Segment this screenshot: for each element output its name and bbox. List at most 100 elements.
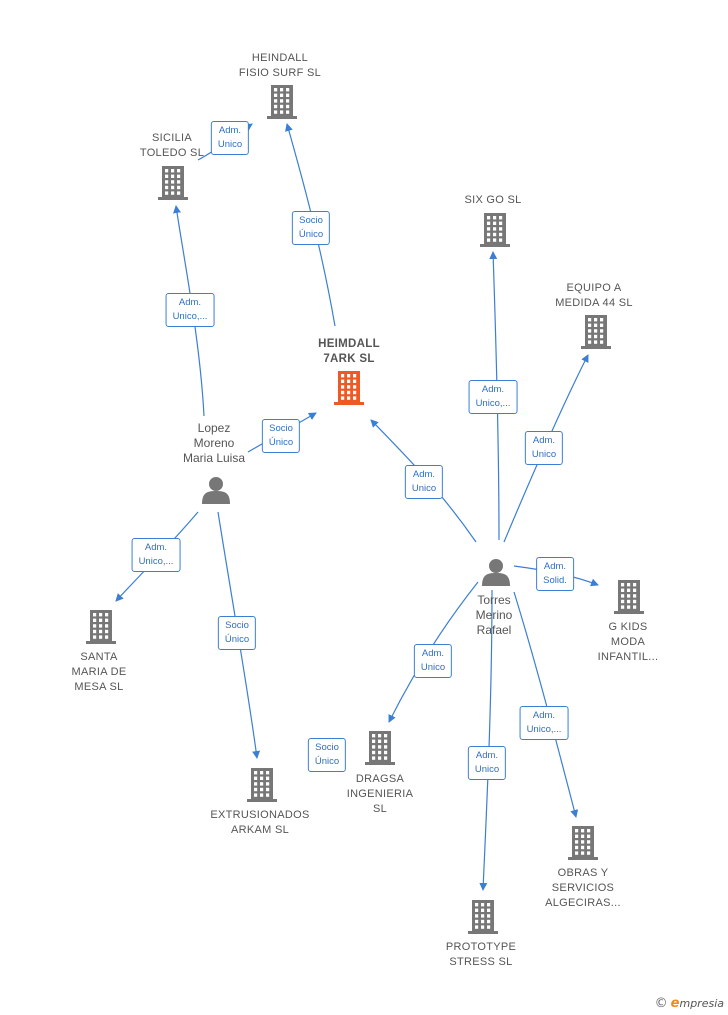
node-label-santamaria[interactable]: SANTA MARIA DE MESA SL xyxy=(72,650,127,695)
node-label-line: MARIA DE xyxy=(71,666,127,678)
edge-label-line: Socio xyxy=(269,423,293,434)
edge-label-line: Adm. xyxy=(532,435,556,446)
building-icon[interactable] xyxy=(468,900,498,934)
person-icon[interactable] xyxy=(482,559,510,586)
edge-label-line: Socio xyxy=(225,620,249,631)
center-building-icon[interactable] xyxy=(334,371,364,405)
node-label-line: ALGECIRAS... xyxy=(545,897,621,909)
node-label-line: Rafael xyxy=(476,623,512,637)
edge-label-line: Unico xyxy=(217,139,243,150)
edge-label-line: Unico xyxy=(420,662,446,673)
brand-logo: ©empresia xyxy=(655,996,724,1011)
node-label-obras[interactable]: OBRAS Y SERVICIOS ALGECIRAS... xyxy=(545,866,621,911)
building-icon[interactable] xyxy=(267,85,297,119)
node-label-equipoa[interactable]: EQUIPO A MEDIDA 44 SL xyxy=(555,281,633,311)
edge-label-lopez-siciliatoledo[interactable]: Adm. Unico,... xyxy=(165,293,215,327)
node-label-line: SERVICIOS xyxy=(551,882,615,894)
edge-label-line: Socio xyxy=(315,742,339,753)
edge-label-line: Adm. xyxy=(543,561,567,572)
edge-label-line: Único xyxy=(268,437,294,448)
edge-label-line: Adm. xyxy=(218,125,242,136)
node-label-heimdall7ark[interactable]: HEIMDALL 7ARK SL xyxy=(318,337,380,367)
building-icon[interactable] xyxy=(247,768,277,802)
building-icon[interactable] xyxy=(568,826,598,860)
edge-label-line: Solid. xyxy=(543,575,567,586)
node-label-gkids[interactable]: G KIDS MODA INFANTIL... xyxy=(598,620,659,665)
edge-label-line: Adm. xyxy=(532,710,556,721)
edge-label-line: Adm. xyxy=(481,384,505,395)
edge-label-line: Unico xyxy=(474,764,500,775)
building-icon[interactable] xyxy=(614,580,644,614)
edge-label-torres-prototype[interactable]: Adm. Unico xyxy=(467,746,507,780)
person-icon[interactable] xyxy=(202,477,230,504)
edge-label-torres-heimdall7ark[interactable]: Adm.Unico xyxy=(404,465,444,499)
node-label-line: Moreno xyxy=(193,436,235,450)
edge-label-line: Unico xyxy=(411,483,437,494)
node-label-line: 7ARK SL xyxy=(323,353,375,365)
edge-heimdall7ark-heimdallfisio xyxy=(285,123,336,327)
node-label-line: PROTOTYPE xyxy=(445,941,517,953)
node-label-line: MEDIDA 44 SL xyxy=(555,297,633,309)
node-label-line: EXTRUSIONADOS xyxy=(210,809,310,821)
node-label-line: INFANTIL... xyxy=(597,651,659,663)
node-label-line: TOLEDO SL xyxy=(139,147,205,159)
edge-label-line: Unico xyxy=(531,449,557,460)
copyright-symbol: © xyxy=(654,996,668,1011)
node-label-line: EQUIPO A xyxy=(566,282,622,294)
node-label-line: SANTA xyxy=(80,651,118,663)
node-label-line: G KIDS xyxy=(608,621,648,633)
node-label-heimdallfisio[interactable]: HEINDALL FISIO SURF SL xyxy=(239,51,321,81)
edge-label-line: Único xyxy=(298,229,324,240)
edge-label-line: Adm. xyxy=(421,648,445,659)
edge-label-torres-dragsa[interactable]: Adm. Unico xyxy=(413,644,453,678)
edge-label-lopez-santamaria[interactable]: Adm. Unico,... xyxy=(131,538,181,572)
building-icon[interactable] xyxy=(480,213,510,247)
node-label-line: MODA xyxy=(610,636,646,648)
edge-label-line: Unico,... xyxy=(475,398,511,409)
node-label-line: DRAGSA xyxy=(355,773,405,785)
node-label-line: SIX GO SL xyxy=(464,194,522,206)
node-label-line: Lopez xyxy=(197,421,231,435)
node-label-sixgo[interactable]: SIX GO SL xyxy=(464,193,521,208)
building-icon[interactable] xyxy=(581,315,611,349)
building-icon[interactable] xyxy=(158,166,188,200)
edge-label-torres-gkids[interactable]: Adm. Solid. xyxy=(536,557,574,591)
node-label-line: HEINDALL xyxy=(251,52,309,64)
node-label-line: Torres xyxy=(477,593,511,607)
edge-label-line: Unico,... xyxy=(138,556,174,567)
node-label-line: OBRAS Y xyxy=(557,867,609,879)
node-label-line: Maria Luisa xyxy=(182,451,246,465)
node-label-line: MESA SL xyxy=(74,681,124,693)
edge-torres-obras xyxy=(513,591,579,818)
edge-label-line: Único xyxy=(224,634,250,645)
edge-label-torres-obras[interactable]: Adm. Unico,... xyxy=(519,706,569,740)
edge-label-line: Adm. xyxy=(475,750,499,761)
node-label-line: FISIO SURF SL xyxy=(238,67,322,79)
edge-label-line: Unico,... xyxy=(526,724,562,735)
edge-label-line: Adm. xyxy=(178,297,202,308)
edge-label-siciliatoledo-heimdallfisio[interactable]: Adm. Unico xyxy=(210,121,250,155)
node-label-line: HEIMDALL xyxy=(318,338,380,350)
brand-name: mpresia xyxy=(679,997,724,1010)
node-label-line: SL xyxy=(372,803,388,815)
icons-layer xyxy=(86,85,644,934)
brand-initial: e xyxy=(670,996,680,1011)
building-icon[interactable] xyxy=(86,610,116,644)
edge-label-torres-sixgo[interactable]: Adm. Unico,... xyxy=(468,380,518,414)
node-label-line: Merino xyxy=(475,608,513,622)
building-icon[interactable] xyxy=(365,731,395,765)
edge-label-line: Adm. xyxy=(144,542,168,553)
edge-label-line: Unico,... xyxy=(172,311,208,322)
edge-label-torres-equipoa[interactable]: Adm. Unico xyxy=(524,431,564,465)
edge-label-line: Único xyxy=(314,756,340,767)
